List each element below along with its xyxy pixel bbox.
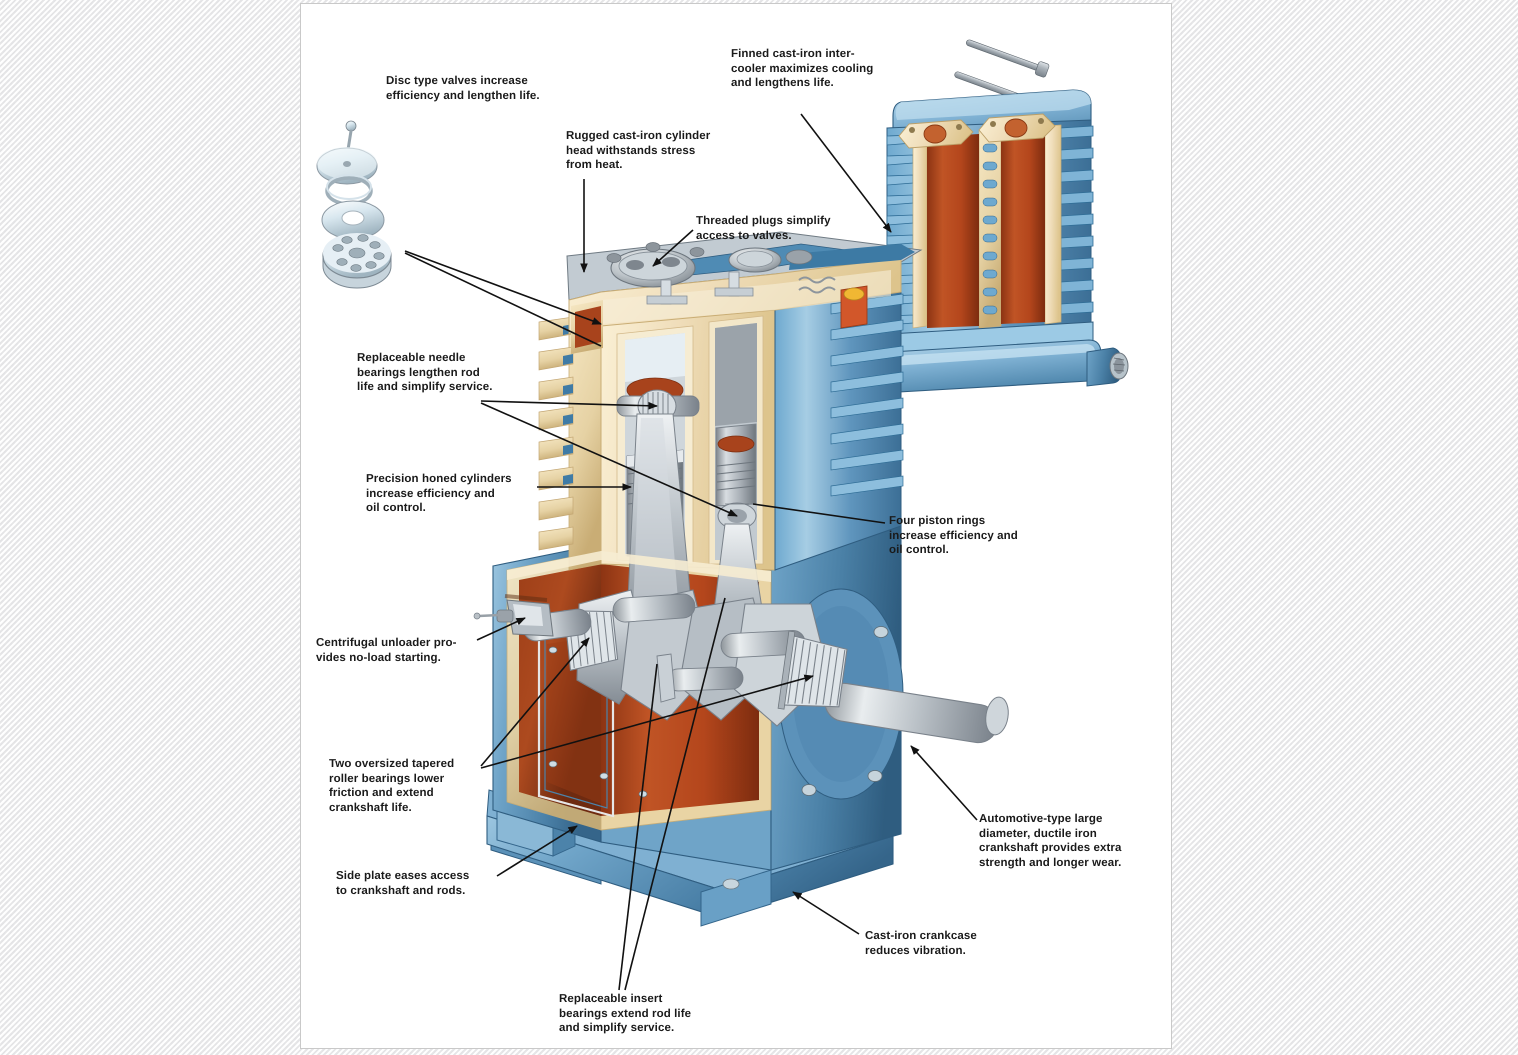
callout-crankshaft: Automotive-type large diameter, ductile … bbox=[979, 813, 1122, 870]
diagram-card: Disc type valves increase efficiency and… bbox=[300, 3, 1172, 1049]
callout-disc-valves: Disc type valves increase efficiency and… bbox=[386, 75, 540, 102]
callout-insert-bearings: Replaceable insert bearings extend rod l… bbox=[559, 993, 692, 1035]
callout-needle-bearings: Replaceable needle bearings lengthen rod… bbox=[357, 352, 493, 394]
callout-honed-cylinders: Precision honed cylinders increase effic… bbox=[366, 473, 512, 515]
callout-labels: Disc type valves increase efficiency and… bbox=[301, 4, 1171, 1048]
callout-tapered-roller-bearings: Two oversized tapered roller bearings lo… bbox=[329, 758, 455, 815]
callout-intercooler: Finned cast-iron inter- cooler maximizes… bbox=[731, 48, 874, 90]
callout-cylinder-head: Rugged cast-iron cylinder head withstand… bbox=[566, 130, 711, 172]
callout-threaded-plugs: Threaded plugs simplify access to valves… bbox=[696, 215, 831, 242]
callout-side-plate: Side plate eases access to crankshaft an… bbox=[336, 870, 470, 897]
callout-centrifugal-unloader: Centrifugal unloader pro- vides no-load … bbox=[316, 637, 457, 664]
callout-crankcase: Cast-iron crankcase reduces vibration. bbox=[865, 930, 977, 957]
callout-piston-rings: Four piston rings increase efficiency an… bbox=[889, 515, 1018, 557]
